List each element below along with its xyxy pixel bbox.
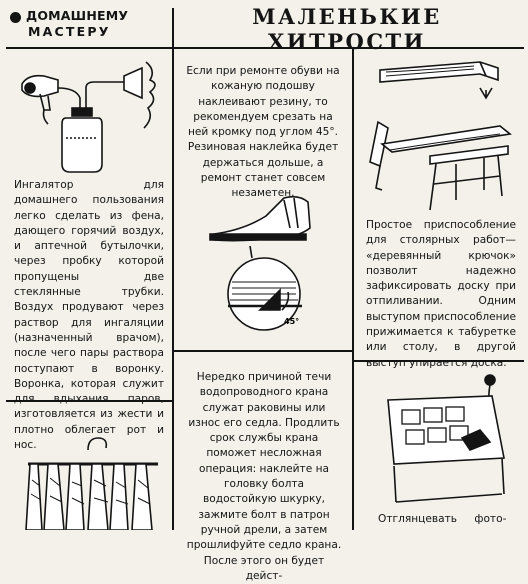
faucet-tip-text: Нередко причиной течи водопроводного кра…: [186, 371, 342, 582]
row-divider-right: [354, 360, 524, 362]
header-divider: [6, 47, 524, 49]
angle-label: 45°: [284, 317, 299, 326]
section-label-line1: ДОМАШНЕМУ: [26, 8, 129, 23]
page-title: МАЛЕНЬКИЕ ХИТРОСТИ: [252, 4, 442, 54]
photo-tip-text: Отглянцевать фото-: [378, 513, 507, 525]
row-divider-left: [6, 400, 172, 402]
inhaler-tip-text: Ингалятор для домашнего пользования легк…: [14, 179, 164, 452]
carpentry-illustration: [369, 61, 512, 211]
column-divider-left: [172, 8, 174, 530]
section-label-line2: МАСТЕРУ: [28, 24, 111, 39]
shoe-tip-text: Если при ремонте обуви на кожаную подошв…: [186, 65, 340, 200]
shoe-illustration: 45°: [209, 195, 311, 331]
inhaler-illustration: [21, 61, 156, 173]
section-label: ДОМАШНЕМУ МАСТЕРУ: [8, 6, 168, 42]
row-divider-center: [174, 350, 352, 352]
tie-hanger-illustration: [25, 437, 158, 530]
bullet-icon: [10, 12, 21, 23]
photo-frame-illustration: [387, 374, 505, 503]
carpentry-tip-text: Простое приспособление для столярных раб…: [366, 219, 516, 369]
column-divider-right: [352, 48, 354, 530]
